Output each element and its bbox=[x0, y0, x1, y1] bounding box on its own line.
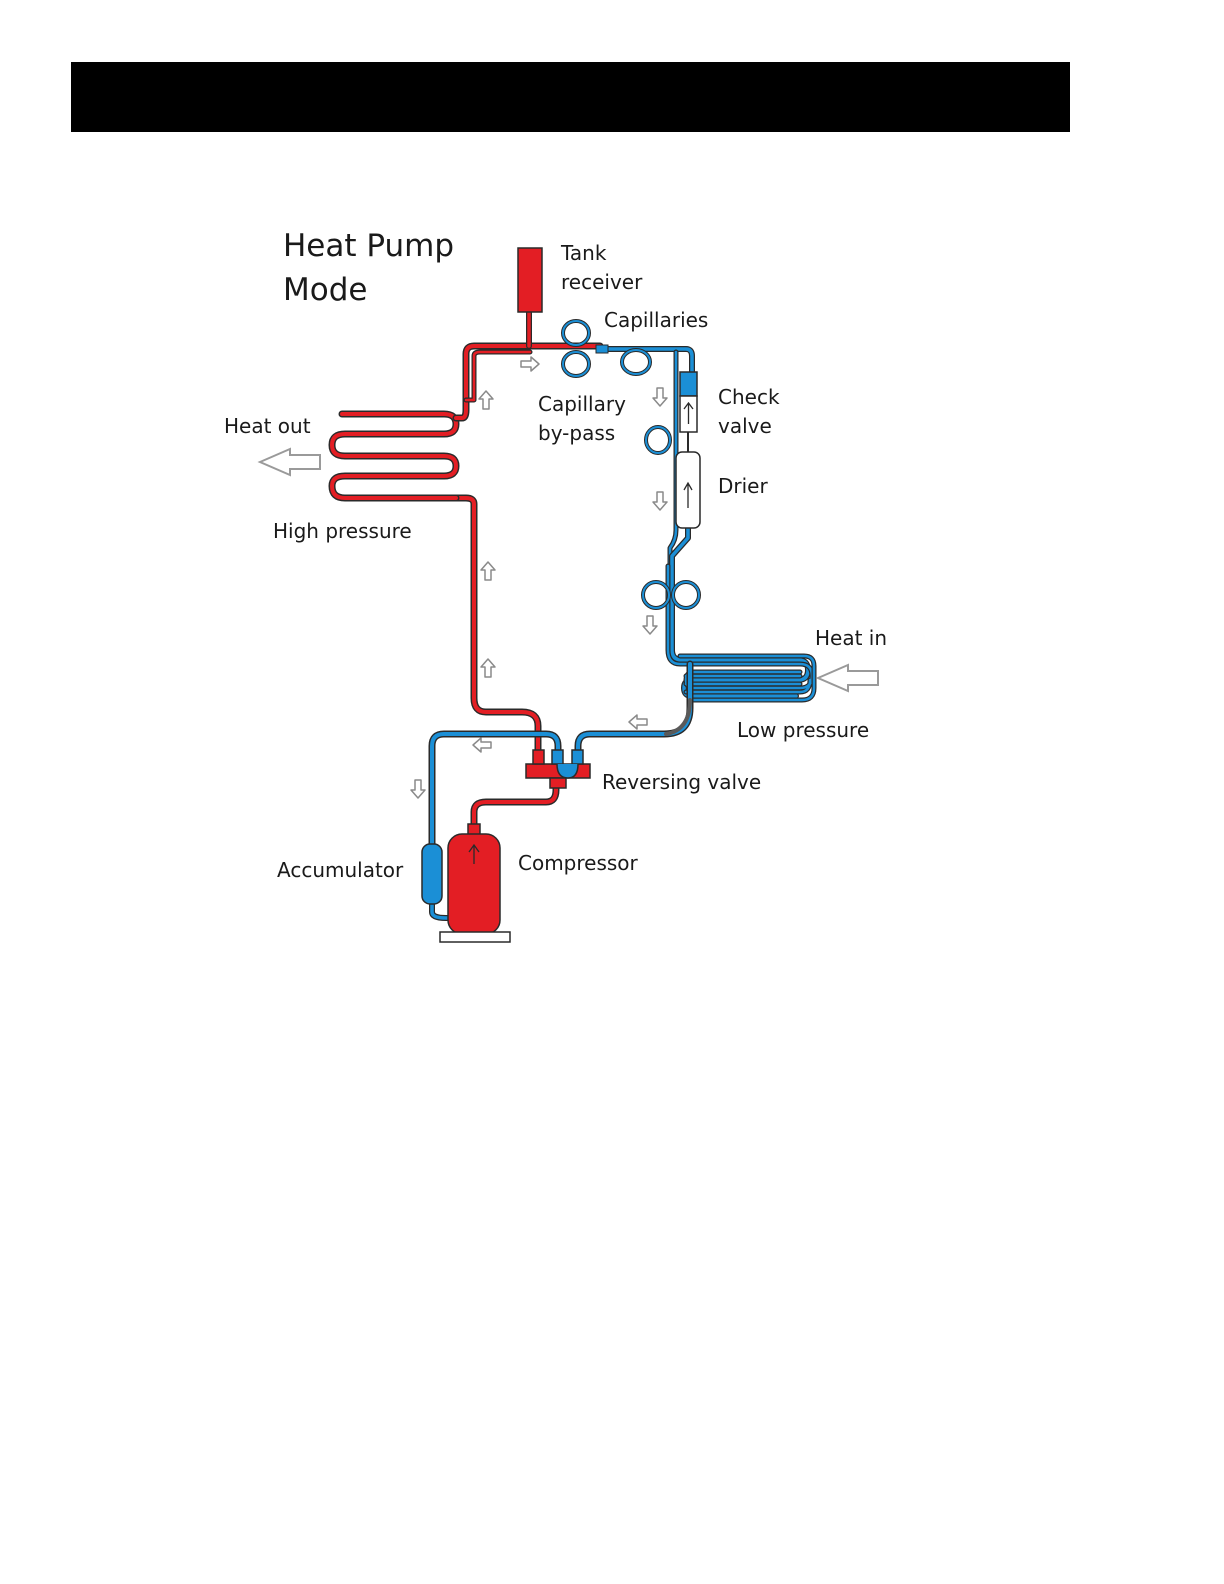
title-line-1: Heat Pump bbox=[283, 224, 454, 268]
label-heat-out: Heat out bbox=[224, 412, 311, 441]
label-tank-receiver: Tank receiver bbox=[561, 239, 642, 297]
heat-in-arrow bbox=[818, 665, 878, 691]
label-reversing-valve: Reversing valve bbox=[602, 768, 761, 797]
label-high-pressure: High pressure bbox=[273, 517, 412, 546]
compressor bbox=[440, 824, 510, 942]
label-capillaries: Capillaries bbox=[604, 306, 708, 335]
heat-out-arrow bbox=[260, 449, 320, 475]
check-valve bbox=[680, 372, 697, 452]
tank-receiver bbox=[518, 248, 542, 312]
title-line-2: Mode bbox=[283, 268, 454, 312]
reversing-valve bbox=[526, 750, 590, 788]
label-heat-in: Heat in bbox=[815, 624, 887, 653]
accumulator bbox=[422, 844, 442, 904]
label-accumulator: Accumulator bbox=[277, 856, 403, 885]
label-capillary-bypass: Capillary by-pass bbox=[538, 390, 626, 448]
label-low-pressure: Low pressure bbox=[737, 716, 869, 745]
drier bbox=[676, 452, 700, 528]
label-check-valve: Check valve bbox=[718, 383, 780, 441]
label-drier: Drier bbox=[718, 472, 768, 501]
label-compressor: Compressor bbox=[518, 849, 638, 878]
suction-return bbox=[578, 664, 690, 752]
diagram-title: Heat Pump Mode bbox=[283, 224, 454, 312]
